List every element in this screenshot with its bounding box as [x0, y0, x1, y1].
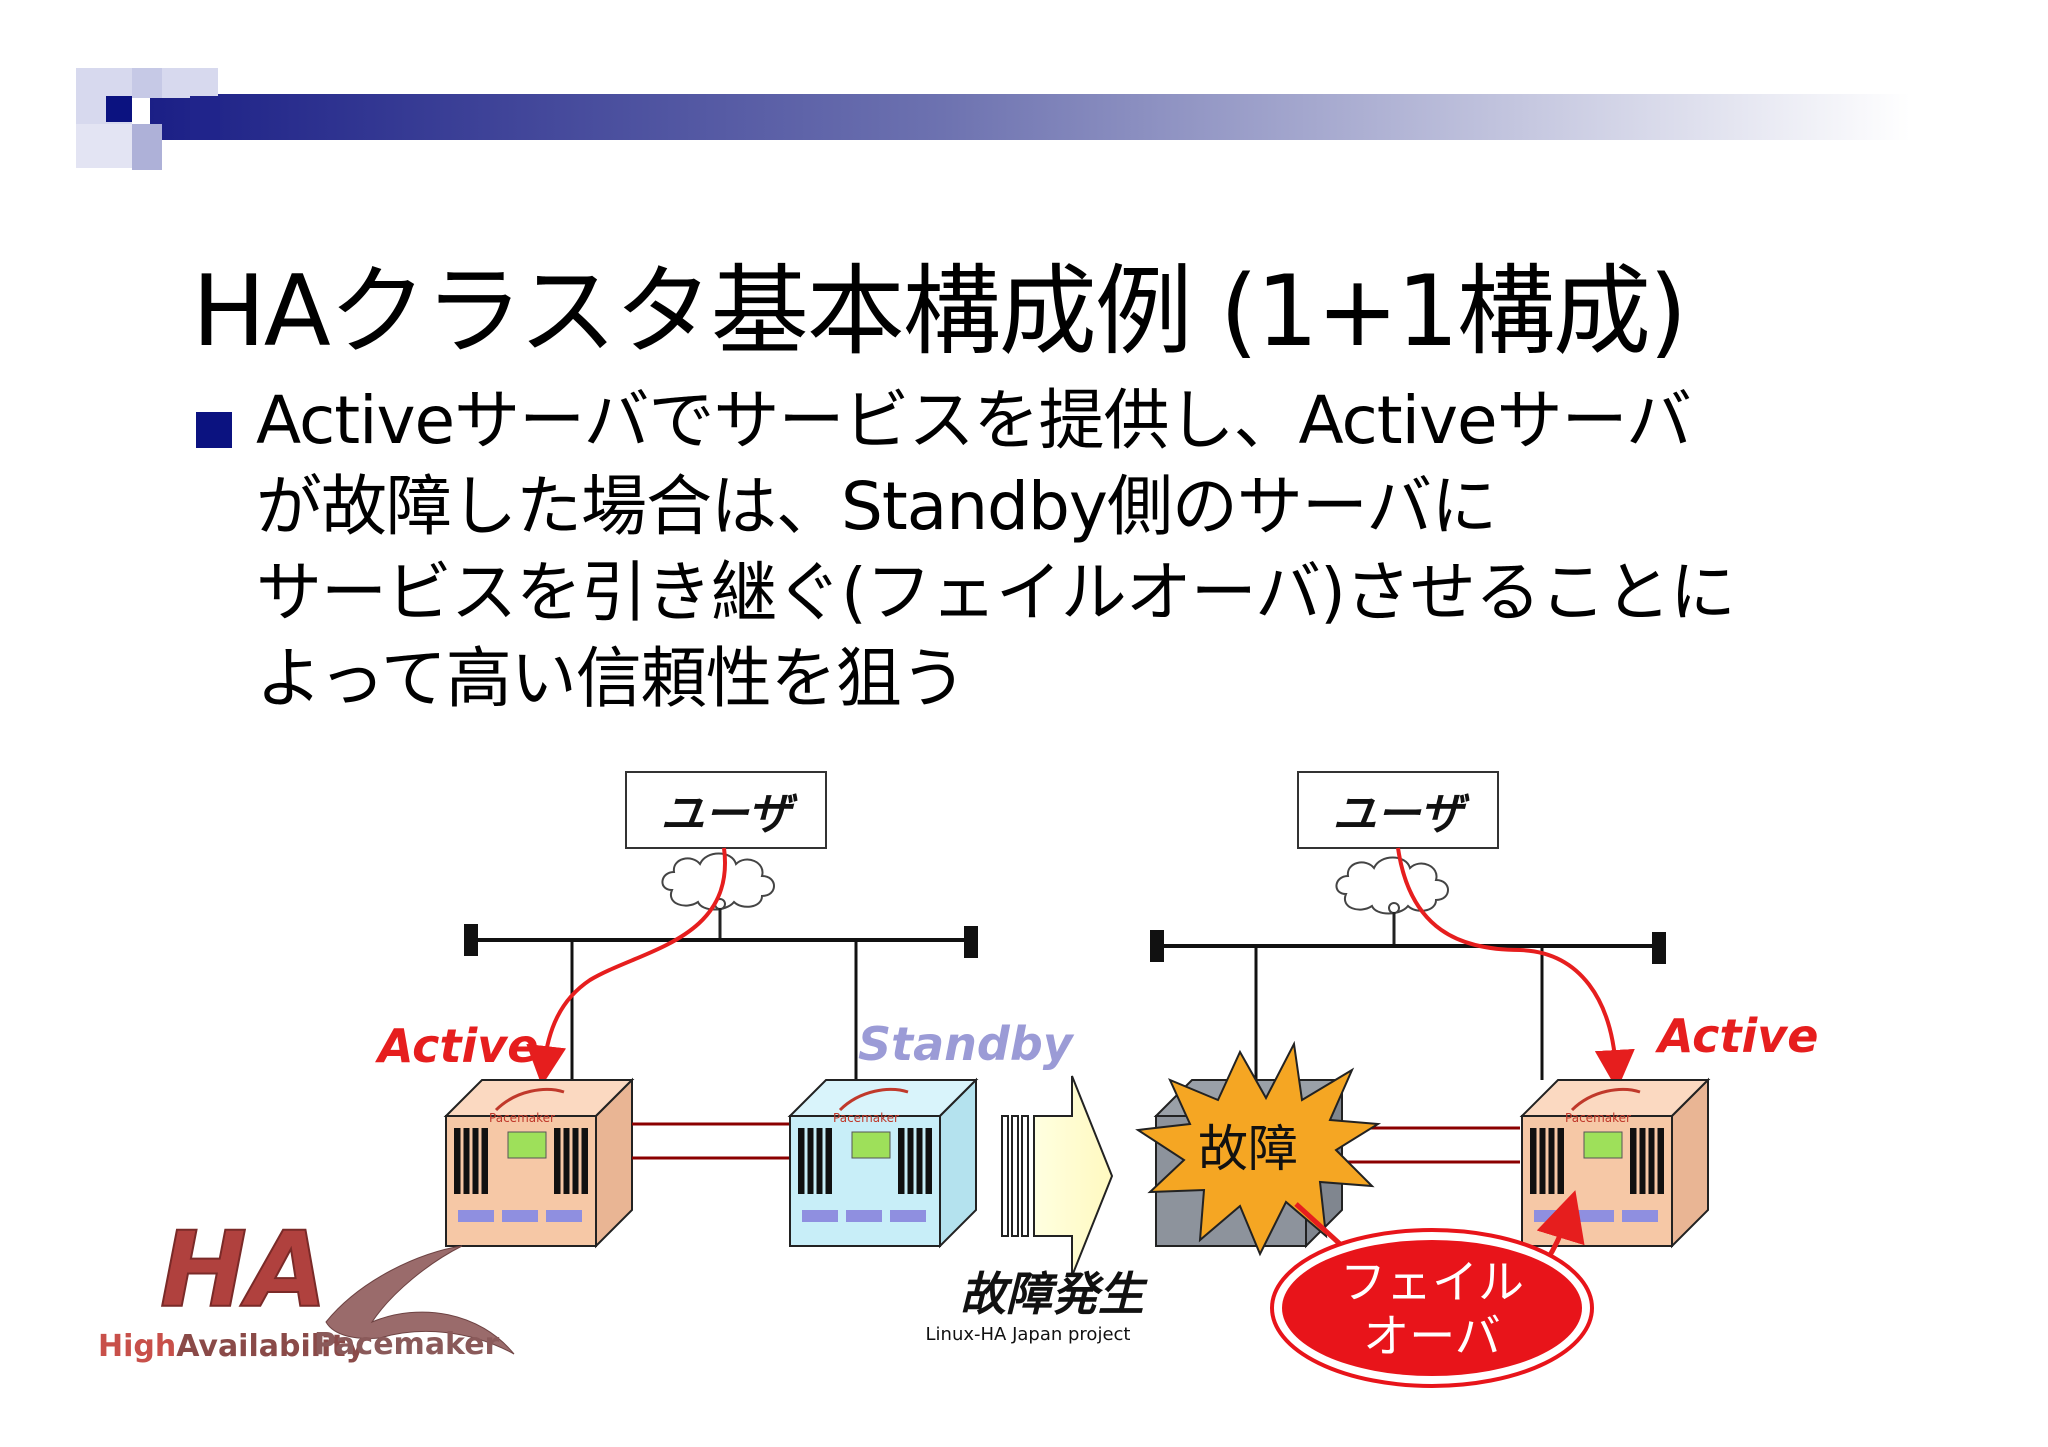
bullet-line: が故障した場合は、Standby側のサーバに — [256, 468, 1497, 545]
failure-label: 故障 — [1198, 1120, 1298, 1178]
pacemaker-mini-logo: Pacemaker — [489, 1111, 555, 1125]
active-server-icon: Pacemaker — [1519, 1077, 1711, 1249]
bullet-line: Activeサーバでサービスを提供し、Activeサーバ — [256, 382, 1692, 459]
transition-label: 故障発生 — [960, 1267, 1148, 1321]
pacemaker-brand-text: Pacemaker — [314, 1327, 500, 1362]
bullet-marker — [196, 412, 232, 448]
active-server-icon: Pacemaker — [443, 1077, 635, 1249]
standby-server-icon: Pacemaker — [787, 1077, 979, 1249]
highavailability-logo: HA HighAvailability — [98, 1208, 366, 1364]
user-box — [625, 771, 827, 849]
transition-arrow-icon — [1001, 1075, 1114, 1277]
credit-text: Linux-HA Japan project — [926, 1324, 1131, 1345]
ha-brand-availability: Availability — [176, 1329, 365, 1364]
pacemaker-mini-logo: Pacemaker — [833, 1111, 899, 1125]
right-cluster: ユーザ 故障 — [1135, 771, 1818, 1388]
failover-badge: フェイル オーバ — [1270, 1228, 1594, 1388]
left-cluster: ユーザ Active Standby — [375, 771, 1075, 1249]
failover-label-line: オーバ — [1363, 1309, 1501, 1363]
pacemaker-logo: Pacemaker — [314, 1245, 515, 1362]
ha-logo-mark: HA — [160, 1209, 328, 1331]
standby-label: Standby — [858, 1017, 1075, 1071]
svg-text:HighAvailability: HighAvailability — [98, 1329, 366, 1364]
bullet-text: Activeサーバでサービスを提供し、Activeサーバ が故障した場合は、St… — [256, 378, 1896, 722]
active-label: Active — [375, 1019, 538, 1073]
active-label: Active — [1655, 1009, 1818, 1063]
slide-title: HAクラスタ基本構成例 (1+1構成) — [192, 255, 1687, 369]
user-label: ユーザ — [1332, 789, 1469, 840]
ha-brand-high: High — [98, 1329, 176, 1364]
network-cloud-icon — [1335, 856, 1449, 915]
failure-explosion-icon — [1135, 1040, 1382, 1257]
bullet-line: よって高い信頼性を狙う — [256, 640, 967, 717]
user-label: ユーザ — [660, 789, 797, 840]
failover-label-line: フェイル — [1340, 1255, 1524, 1309]
user-box — [1297, 771, 1499, 849]
header-decoration — [76, 68, 1910, 170]
pacemaker-mini-logo: Pacemaker — [1565, 1111, 1631, 1125]
bullet-line: サービスを引き継ぐ(フェイルオーバ)させることに — [256, 554, 1736, 631]
